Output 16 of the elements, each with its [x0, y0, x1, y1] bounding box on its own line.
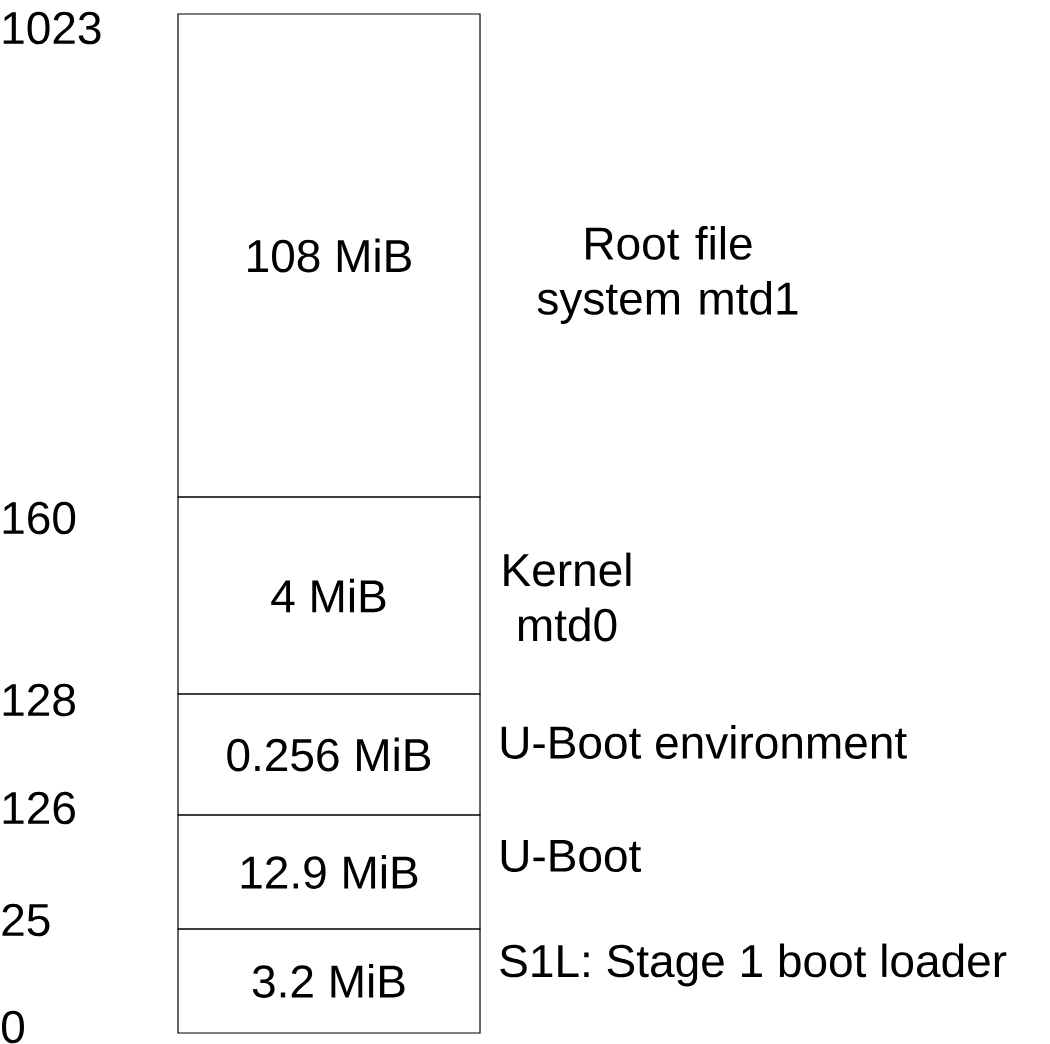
region-label: U-Boot: [501, 839, 641, 873]
address-label: 128: [3, 683, 75, 717]
region-label: S1L: Stage 1 boot loader: [500, 943, 1007, 987]
address-label: 0: [2, 1010, 24, 1044]
memory-region-box: 12.9 MiB: [177, 814, 481, 930]
address-label: 160: [3, 501, 76, 535]
memory-region-box: 3.2 MiB: [177, 928, 481, 1034]
region-label: Root file system mtd1: [537, 226, 798, 324]
memory-region-box: 4 MiB: [177, 496, 481, 695]
address-label: 1023: [3, 11, 101, 45]
region-label: Kernel mtd0: [504, 552, 631, 642]
address-label: 126: [3, 791, 75, 825]
region-label: U-Boot environment: [501, 725, 907, 759]
memory-region-box: 0.256 MiB: [177, 693, 481, 816]
address-label: 25: [2, 903, 50, 937]
memory-region-box: 108 MiB: [177, 13, 481, 498]
